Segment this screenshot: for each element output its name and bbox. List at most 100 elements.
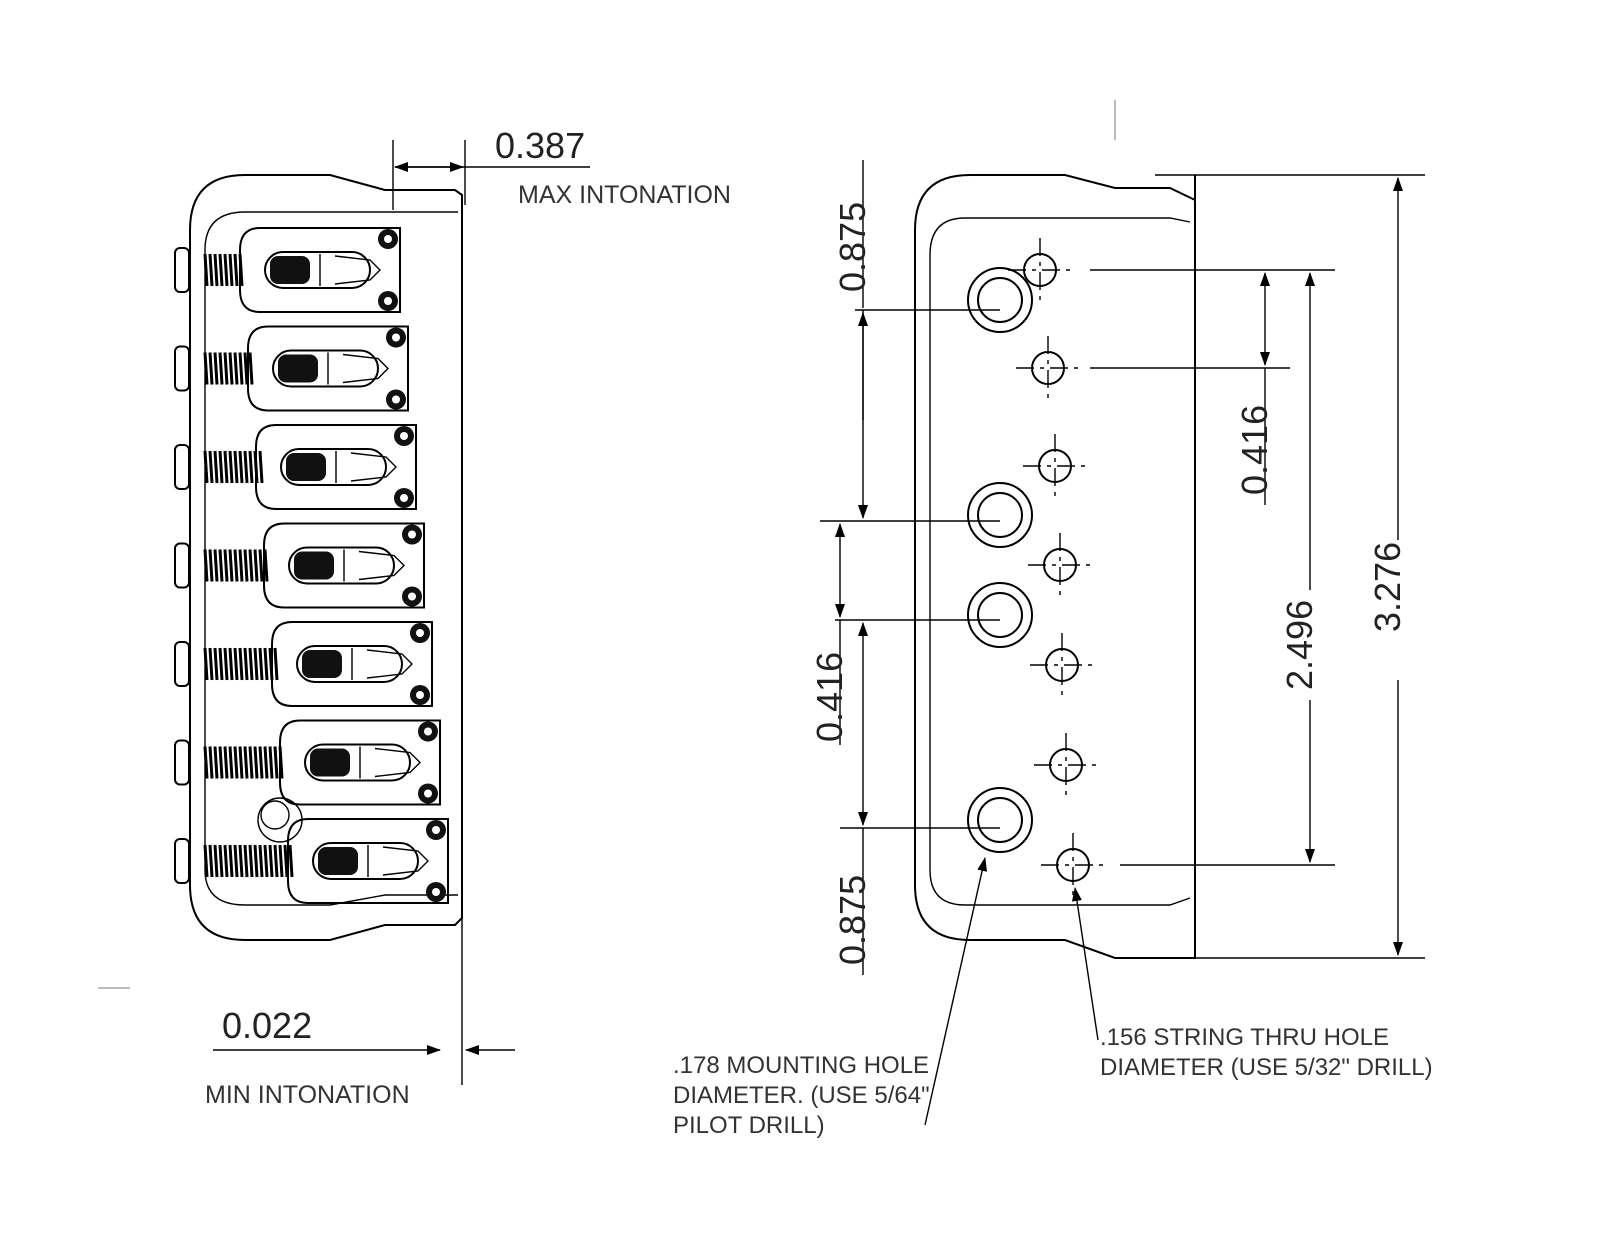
overall-length-value: 3.276 <box>1367 542 1408 632</box>
spring-coil <box>248 746 254 779</box>
height-screw <box>318 847 358 875</box>
spring-coil <box>228 450 234 484</box>
spring-coil <box>223 253 229 287</box>
spring-coil <box>223 352 229 385</box>
spring-coil <box>263 549 269 582</box>
bottom-edge-dimension: 0.875 <box>832 622 1000 975</box>
set-screw-center <box>400 494 408 502</box>
spring-coil <box>283 844 289 878</box>
set-screw-center <box>424 789 432 798</box>
spring-coil <box>223 549 229 582</box>
string-span-dimension: 2.496 <box>1090 269 1335 866</box>
saddle-body <box>247 325 409 412</box>
spring-coil <box>218 549 224 582</box>
spring-coil <box>248 450 254 484</box>
saddle-slot <box>288 546 395 585</box>
string-spacing-dimension: 0.416 <box>1090 272 1290 505</box>
saddle-body <box>239 227 401 313</box>
spring-coil <box>248 647 254 681</box>
spring-coil <box>243 746 249 779</box>
spring-coil <box>228 352 234 385</box>
spring-coil <box>213 253 219 287</box>
height-screw <box>294 551 334 580</box>
height-screw <box>286 453 326 481</box>
mounting-hole-note-line-2: DIAMETER. (USE 5/64" <box>673 1082 930 1109</box>
spring-coil <box>253 647 259 681</box>
spring-coil <box>213 746 219 779</box>
spring-coil <box>253 549 259 582</box>
spring-coil <box>243 844 249 878</box>
spring-coil <box>263 746 269 779</box>
screw-head <box>174 542 190 589</box>
saddle-body <box>271 621 433 707</box>
spring-coil <box>233 549 239 582</box>
max-intonation-label: MAX INTONATION <box>518 181 731 209</box>
spring-coil <box>243 647 249 681</box>
spring-coil <box>233 450 239 484</box>
baseplate-outline <box>189 174 463 941</box>
min-intonation-dimension: 0.022 MIN INTONATION <box>205 1005 515 1109</box>
spring-coil <box>228 746 234 779</box>
spring-coil <box>238 844 244 878</box>
spring-coil <box>218 844 224 878</box>
height-screw <box>310 748 350 777</box>
spring-coil <box>233 352 239 385</box>
spring-coil <box>273 746 279 779</box>
spring-coil <box>203 352 209 385</box>
mounting-hole-inner <box>977 277 1023 323</box>
saddle-slot <box>280 448 387 486</box>
spring-coil <box>243 352 249 385</box>
spring-coil <box>258 746 264 779</box>
spring-coil <box>213 549 219 582</box>
mount-spacing-value: 0.416 <box>809 652 850 742</box>
spring-coil <box>218 450 224 484</box>
string-groove <box>382 846 429 876</box>
string-groove <box>366 649 413 679</box>
spring-coil <box>203 253 209 287</box>
mounting-hole-inner <box>977 492 1023 538</box>
min-intonation-value: 0.022 <box>222 1005 312 1046</box>
saddle-body <box>279 719 441 806</box>
mounting-hole-outer <box>967 787 1033 853</box>
spring-coil <box>213 647 219 681</box>
saddle-body <box>255 424 417 510</box>
saddles <box>239 227 449 904</box>
mounting-hole-outer <box>967 267 1033 333</box>
set-screw-center <box>400 432 408 440</box>
spring-coil <box>238 352 244 385</box>
mounting-hole-outer <box>967 482 1033 548</box>
clearance-hole-inner <box>260 800 290 830</box>
spring-coil <box>213 844 219 878</box>
spring-coil <box>223 647 229 681</box>
screw-heads <box>174 247 294 884</box>
min-intonation-label: MIN INTONATION <box>205 1081 410 1109</box>
spring-coil <box>243 450 249 484</box>
saddle-slot <box>304 743 411 782</box>
spring-coil <box>263 844 269 878</box>
string-span-value: 2.496 <box>1279 600 1320 690</box>
spring-coil <box>238 647 244 681</box>
screw-head <box>174 641 190 687</box>
spring-coil <box>233 844 239 878</box>
plate-inner <box>929 217 1191 906</box>
string-hole-note-line-1: .156 STRING THRU HOLE <box>1100 1024 1389 1051</box>
spring-coil <box>258 549 264 582</box>
spring-coil <box>203 549 209 582</box>
string-spacing-value: 0.416 <box>1234 405 1275 495</box>
spring-coil <box>208 746 214 779</box>
spring-coil <box>273 844 279 878</box>
spring-coil <box>213 352 219 385</box>
spring-coil <box>273 647 279 681</box>
spring-coil <box>228 253 234 287</box>
spring-coil <box>268 844 274 878</box>
set-screw-center <box>424 727 432 736</box>
mounting-hole-inner <box>977 592 1023 638</box>
spring-coil <box>258 450 264 484</box>
spring-coil <box>208 352 214 385</box>
spring-coil <box>248 352 254 385</box>
spring-coil <box>238 549 244 582</box>
saddle-slot <box>296 645 403 683</box>
spring-coil <box>218 647 224 681</box>
saddle-slot <box>312 842 419 880</box>
